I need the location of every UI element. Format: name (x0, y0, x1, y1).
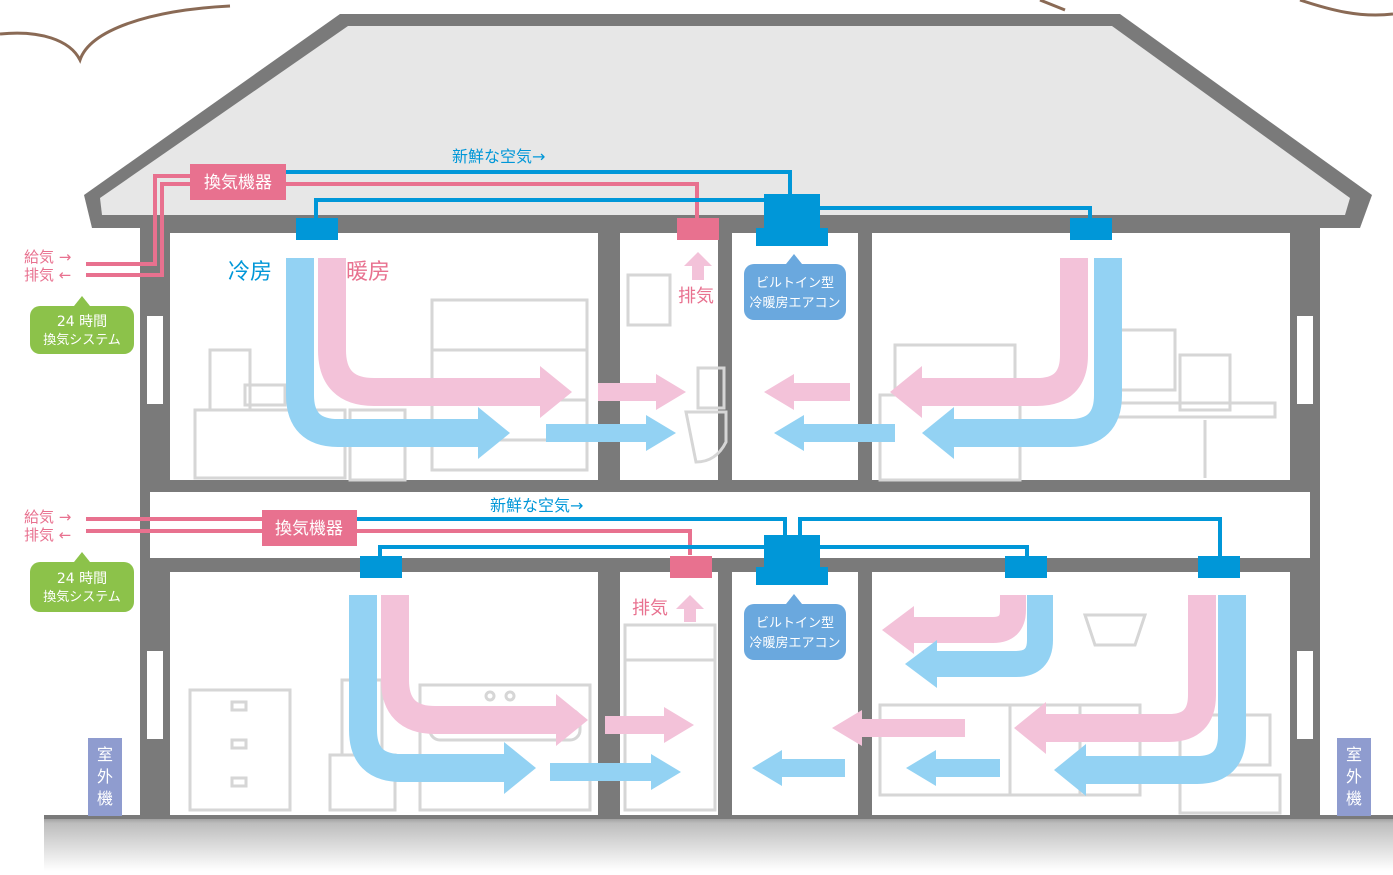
exhaust-out-label-1f: 排気 ← (24, 526, 71, 544)
supply-label-1f: 給気 → (24, 508, 71, 526)
aircon-badge-2f: ビルトイン型 冷暖房エアコン (744, 254, 846, 320)
aircon-badge-1f: ビルトイン型 冷暖房エアコン (744, 594, 846, 660)
vent-unit-1f: 換気機器 (262, 510, 357, 546)
outdoor-unit-right-char-1: 室 (1346, 745, 1362, 764)
outdoor-unit-left-char-2: 外 (97, 767, 113, 786)
fresh-air-ducts (286, 170, 1222, 556)
airflow-2f-left (286, 258, 686, 459)
aircon-unit-2f (756, 194, 828, 246)
vent-unit-label-2f: 換気機器 (204, 173, 272, 193)
airflow-1f-right (752, 595, 1246, 796)
windows (145, 314, 1315, 741)
heating-label: 暖房 (346, 260, 390, 285)
exhaust-ducts (86, 174, 699, 555)
fresh-air-label-2f: 新鮮な空気→ (452, 147, 545, 166)
system-badge-1f-line1: 24 時間 (57, 571, 107, 587)
vent-unit-2f: 換気機器 (190, 164, 286, 200)
aircon-unit-1f (756, 535, 828, 585)
exhaust-out-label-2f: 排気 ← (24, 266, 71, 284)
aircon-badge-1f-line2: 冷暖房エアコン (749, 635, 840, 651)
system-badge-2f-line2: 換気システム (43, 332, 121, 348)
aircon-badge-2f-line2: 冷暖房エアコン (749, 295, 840, 311)
airflow-2f-right (764, 258, 1122, 459)
airflow-1f-left (349, 595, 694, 794)
attic (100, 26, 1350, 215)
ground (44, 815, 1393, 871)
aircon-badge-2f-line1: ビルトイン型 (756, 276, 834, 291)
exhaust-label-1f: 排気 (632, 598, 668, 619)
system-badge-1f-line2: 換気システム (43, 589, 121, 605)
exhaust-label-2f: 排気 (678, 286, 714, 307)
cooling-label: 冷房 (228, 260, 272, 285)
supply-label-2f: 給気 → (24, 248, 71, 266)
outdoor-unit-left: 室 外 機 (88, 738, 122, 816)
outdoor-unit-right-char-3: 機 (1346, 789, 1362, 808)
outdoor-unit-right-char-2: 外 (1346, 767, 1362, 786)
system-badge-2f: 24 時間 換気システム (30, 296, 134, 354)
outdoor-unit-right: 室 外 機 (1337, 738, 1371, 816)
aircon-badge-1f-line1: ビルトイン型 (756, 616, 834, 631)
outdoor-unit-left-char-1: 室 (97, 745, 113, 764)
fresh-air-label-1f: 新鮮な空気→ (490, 496, 583, 515)
system-badge-1f: 24 時間 換気システム (30, 552, 134, 612)
vent-outlets (296, 218, 1240, 578)
tree-branches (0, 0, 1393, 64)
system-badge-2f-line1: 24 時間 (57, 314, 107, 330)
exhaust-up-arrows (676, 252, 712, 622)
outdoor-unit-left-char-3: 機 (97, 789, 113, 808)
vent-unit-label-1f: 換気機器 (275, 519, 343, 539)
